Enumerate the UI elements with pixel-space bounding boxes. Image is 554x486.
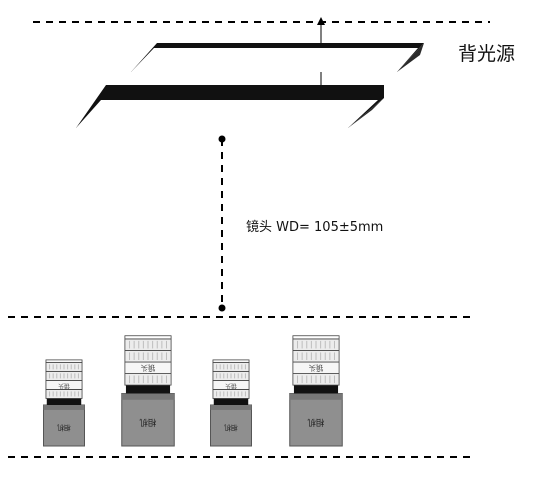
lens-text: 镜头 [225,382,237,390]
lens-ring: 镜头 [212,379,250,390]
lens-ring [292,350,340,363]
lens-text: 镜头 [309,363,324,372]
camera-body-top [289,393,343,400]
camera-body [289,393,343,447]
lens-ring [212,361,250,372]
lens-ring [212,389,250,399]
camera-body [43,404,85,447]
backlight-panel-upper [131,43,424,72]
lens-ring: 镜头 [45,379,83,390]
lens-mount [213,398,249,405]
camera-text: 相机 [224,424,238,433]
lens-ring [292,373,340,386]
camera-body [210,404,252,447]
camera-text: 相机 [307,417,324,427]
lens-cap [292,335,340,340]
camera-text: 相机 [57,424,71,433]
lens-mount [293,385,339,394]
camera-text: 相机 [139,417,156,427]
lens-ring [292,338,340,351]
lens-ring [124,350,172,363]
lens-cap [124,335,172,340]
lens-ring: 镜头 [124,361,172,374]
lens-mount [46,398,82,405]
lens-ring [212,370,250,381]
lens-ring [124,338,172,351]
lens-ring [45,361,83,372]
lens-wd-label: 镜头 WD= 105±5mm [246,220,384,235]
backlight-label: 背光源 [458,43,516,65]
lens-ring [45,370,83,381]
camera-body-top [43,405,85,410]
lens-cap [212,359,250,363]
camera-body-top [121,393,175,400]
lens-cap [45,359,83,363]
camera-body [121,393,175,447]
camera-body-top [210,405,252,410]
lens-ring [124,373,172,386]
lens-ring [45,389,83,399]
upward-arrow-head [317,17,325,25]
backlight-panel-lower [76,85,384,128]
lens-mount [125,385,171,394]
lens-ring: 镜头 [292,361,340,374]
lens-text: 镜头 [141,363,156,372]
wd-endpoint-bottom [218,304,226,312]
lens-text: 镜头 [58,382,70,390]
wd-endpoint-top [218,135,226,143]
